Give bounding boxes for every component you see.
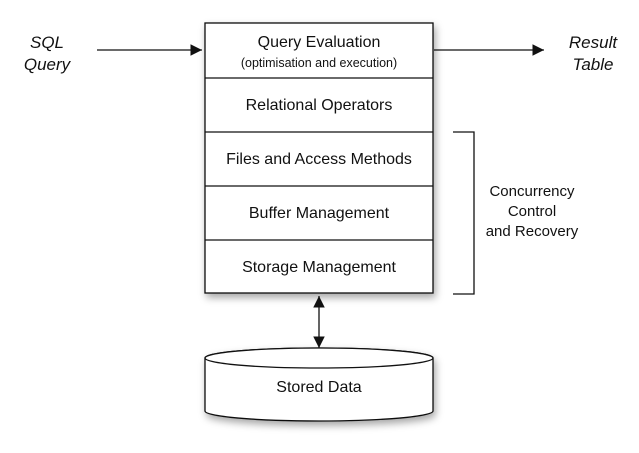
layer-buffer-management-label: Buffer Management	[249, 205, 390, 222]
input-label-line1: SQL	[30, 33, 64, 52]
layer-storage-management-label: Storage Management	[242, 259, 396, 276]
input-label-line2: Query	[24, 55, 72, 74]
cylinder-top	[204, 347, 434, 369]
layer-stack-box	[204, 22, 434, 294]
concurrency-bracket	[453, 131, 475, 295]
side-note-line3: and Recovery	[486, 223, 579, 240]
layer-query-evaluation-sublabel: (optimisation and execution)	[241, 56, 397, 70]
layer-relational-operators-label: Relational Operators	[246, 97, 393, 114]
stored-data-label: Stored Data	[276, 379, 361, 396]
layer-stack	[204, 22, 434, 294]
output-label-line2: Table	[573, 55, 614, 74]
output-label-line1: Result	[569, 33, 618, 52]
layer-files-access-methods-label: Files and Access Methods	[226, 151, 412, 168]
side-note-line1: Concurrency	[489, 183, 575, 200]
layer-query-evaluation-label: Query Evaluation	[258, 34, 381, 51]
side-note-line2: Control	[508, 203, 556, 220]
